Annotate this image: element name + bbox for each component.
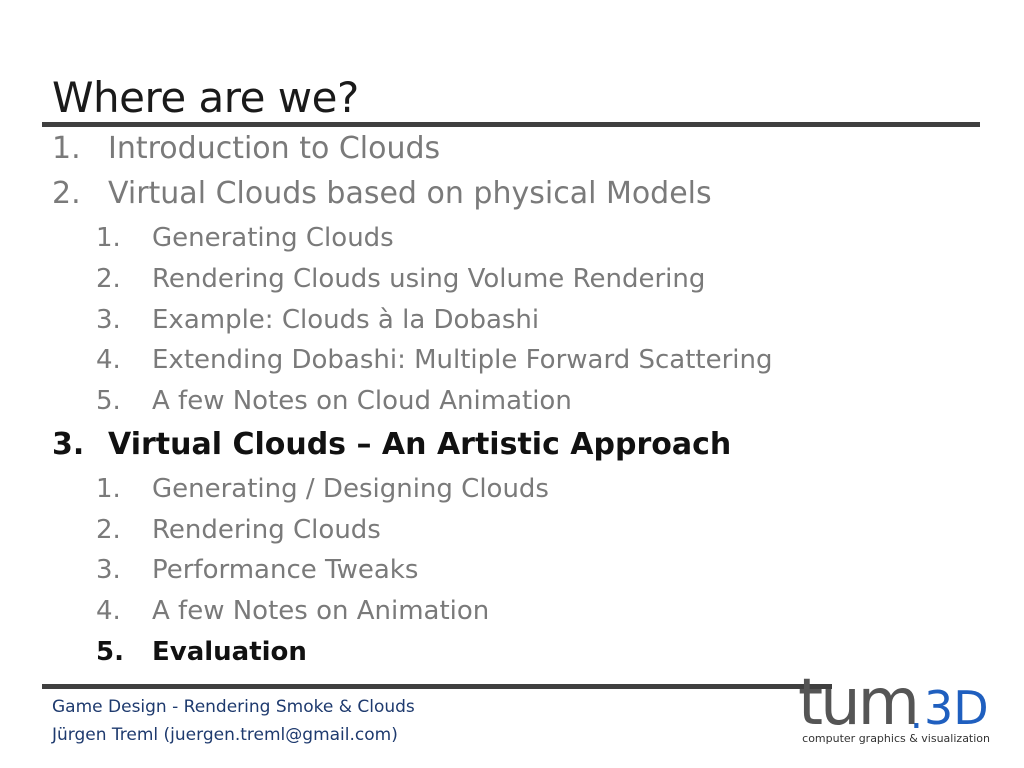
footer-author: Jürgen Treml (juergen.treml@gmail.com) [52, 725, 398, 745]
outline-item-number: 5. [96, 386, 121, 416]
outline-item-number: 2. [52, 176, 81, 211]
outline-item: 1. Generating Clouds [96, 225, 394, 251]
outline-item-label: Example: Clouds à la Dobashi [152, 305, 540, 335]
outline-item-label: A few Notes on Animation [152, 596, 490, 626]
logo-wordmark-dot: . [910, 692, 923, 738]
outline-item: 1. Generating / Designing Clouds [96, 476, 549, 502]
outline-item-number: 1. [52, 131, 81, 166]
tum3d-logo: tum . 3D [798, 666, 989, 740]
outline-item: 2. Rendering Clouds [96, 517, 381, 543]
outline-item: 2. Virtual Clouds based on physical Model… [52, 179, 712, 209]
title-underline [42, 122, 980, 127]
outline-item-label: Rendering Clouds using Volume Rendering [152, 264, 706, 294]
outline-item-current: 3. Virtual Clouds – An Artistic Approach [52, 430, 731, 460]
outline-item: 1. Introduction to Clouds [52, 134, 440, 164]
logo-caption: computer graphics & visualization [802, 732, 990, 745]
outline-item-number: 4. [96, 596, 121, 626]
outline-item-label: Rendering Clouds [152, 515, 381, 545]
outline-item-label: Performance Tweaks [152, 555, 419, 585]
outline-item: 4. Extending Dobashi: Multiple Forward Sc… [96, 347, 772, 373]
outline-item-number: 5. [96, 637, 124, 667]
outline-item: 5. A few Notes on Cloud Animation [96, 388, 572, 414]
outline-item-number: 3. [52, 427, 85, 462]
outline-item-label: Generating Clouds [152, 223, 394, 253]
outline-item-label: A few Notes on Cloud Animation [152, 386, 572, 416]
outline-item-number: 3. [96, 555, 121, 585]
outline-item-label: Extending Dobashi: Multiple Forward Scat… [152, 345, 773, 375]
outline-item-number: 1. [96, 474, 121, 504]
outline-item-number: 2. [96, 515, 121, 545]
outline-item-number: 1. [96, 223, 121, 253]
slide-title: Where are we? [52, 73, 359, 122]
logo-wordmark-tum: tum [798, 666, 917, 740]
outline-item: 4. A few Notes on Animation [96, 598, 489, 624]
outline-item-number: 3. [96, 305, 121, 335]
outline-item: 3. Performance Tweaks [96, 557, 418, 583]
footer-rule [42, 684, 832, 689]
outline-item: 3. Example: Clouds à la Dobashi [96, 307, 539, 333]
outline-item-label: Virtual Clouds based on physical Models [108, 176, 712, 211]
outline-item: 2. Rendering Clouds using Volume Renderin… [96, 266, 705, 292]
outline-item-label: Introduction to Clouds [108, 131, 441, 166]
logo-wordmark-3d: 3D [924, 681, 989, 735]
outline-item-current: 5. Evaluation [96, 639, 307, 665]
outline-item-label: Virtual Clouds – An Artistic Approach [108, 427, 732, 462]
outline-item-number: 2. [96, 264, 121, 294]
outline-item-label: Generating / Designing Clouds [152, 474, 549, 504]
footer-course-title: Game Design - Rendering Smoke & Clouds [52, 697, 415, 717]
outline-item-label: Evaluation [152, 637, 307, 667]
outline-item-number: 4. [96, 345, 121, 375]
